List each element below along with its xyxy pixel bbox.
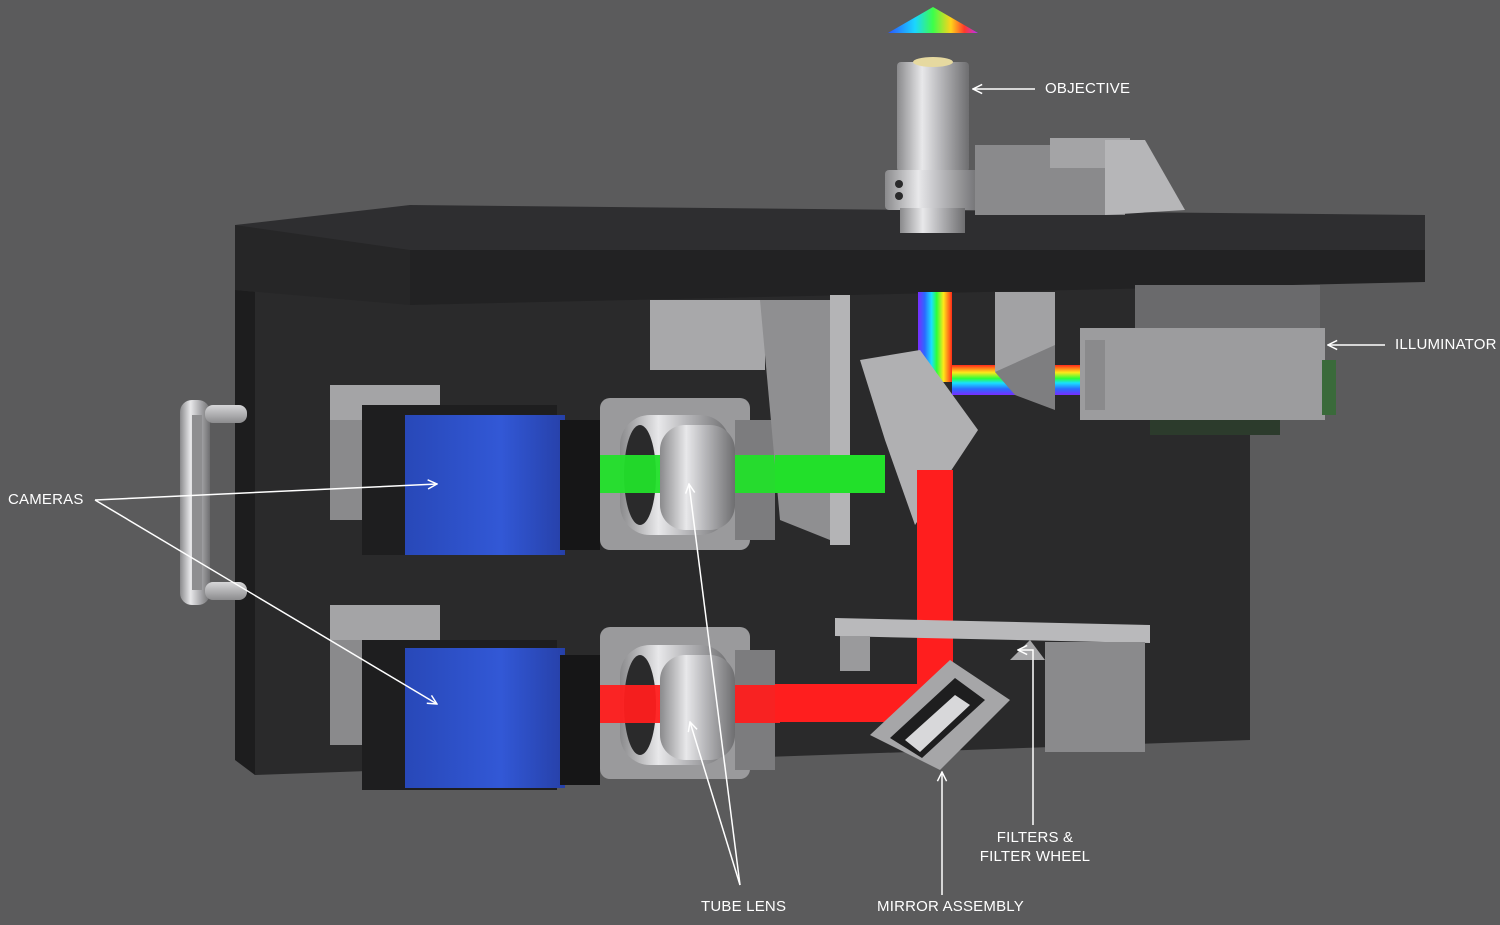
camera-bottom <box>362 640 600 790</box>
label-objective: OBJECTIVE <box>1045 80 1131 97</box>
objective-bracket <box>975 138 1185 215</box>
tube-lens-top <box>600 398 780 550</box>
label-filters: FILTERS & FILTER WHEEL <box>975 828 1095 866</box>
illuminator-unit <box>1080 285 1336 435</box>
mirror-assembly <box>870 660 1010 770</box>
label-filters-line1: FILTERS & <box>996 829 1074 846</box>
callout-arrows <box>94 89 1385 895</box>
top-plate-face <box>410 250 1425 305</box>
label-tube-lens: TUBE LENS <box>701 898 787 915</box>
dichroic-mirror <box>860 350 978 525</box>
light-cone-icon <box>888 7 978 33</box>
camera-top <box>362 405 600 555</box>
back-panel-side <box>235 225 255 775</box>
green-beam <box>775 455 885 493</box>
label-mirror-assembly: MIRROR ASSEMBLY <box>877 898 1024 915</box>
label-filters-line2: FILTER WHEEL <box>979 848 1091 865</box>
handle <box>180 400 247 605</box>
top-plate-end <box>235 225 410 305</box>
filters-arrow <box>1018 650 1034 825</box>
cameras-arrow-bottom <box>94 499 437 704</box>
tube-lens-arrow-top <box>689 484 741 886</box>
cameras-arrow-top <box>94 484 437 501</box>
label-illuminator: ILLUMINATOR <box>1395 336 1497 353</box>
tube-lens-arrow-bottom <box>690 722 741 886</box>
objective-lens <box>885 57 980 233</box>
label-cameras: CAMERAS <box>8 491 84 508</box>
fold-mirror <box>995 292 1055 410</box>
red-beam-vertical <box>917 470 953 700</box>
